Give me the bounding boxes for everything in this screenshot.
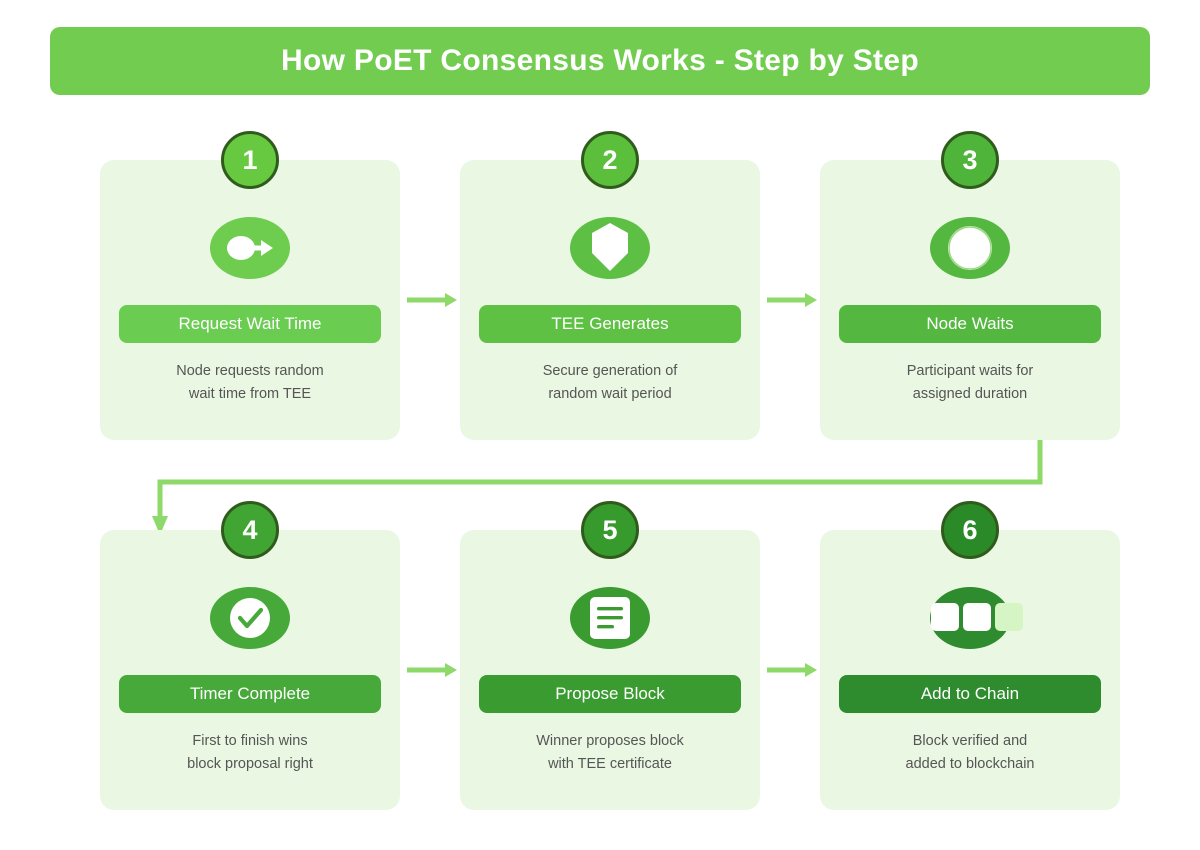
- step-card-4[interactable]: 4 Timer Complete First to finish wins bl…: [100, 501, 400, 810]
- step-label-6: Add to Chain: [920, 684, 1020, 703]
- step-badge-6: 6: [941, 501, 999, 559]
- step-description-4: First to finish wins block proposal righ…: [110, 730, 390, 776]
- step-card-6[interactable]: 6 Add to Chain Block verified and added …: [820, 501, 1120, 810]
- step-label-3: Node Waits: [926, 314, 1014, 333]
- check-circle-icon: [210, 587, 290, 649]
- step-description-1: Node requests random wait time from TEE: [110, 360, 390, 406]
- step-card-2[interactable]: 2 TEE Generates Secure generation of ran…: [460, 131, 760, 440]
- step-card-3[interactable]: 3 Node Waits Participant waits for assig…: [820, 131, 1120, 440]
- step-number-4: 4: [242, 514, 258, 545]
- arrow-step4-to-step5: [405, 661, 465, 679]
- step-description-5-line2: with TEE certificate: [548, 756, 672, 772]
- step-number-3: 3: [962, 144, 978, 175]
- step-label-pill-4[interactable]: Timer Complete: [119, 675, 381, 713]
- page-title: How PoET Consensus Works - Step by Step: [281, 44, 919, 77]
- step-label-1: Request Wait Time: [178, 314, 322, 333]
- step-label-2: TEE Generates: [551, 314, 669, 333]
- step-description-1-line2: wait time from TEE: [188, 386, 312, 402]
- step-label-pill-1[interactable]: Request Wait Time: [119, 305, 381, 343]
- step-description-5-line1: Winner proposes block: [536, 733, 684, 749]
- step-label-pill-5[interactable]: Propose Block: [479, 675, 741, 713]
- step-badge-3: 3: [941, 131, 999, 189]
- arrow-step5-to-step6: [765, 661, 825, 679]
- step-description-3-line2: assigned duration: [912, 386, 1028, 402]
- step-number-1: 1: [242, 144, 258, 175]
- step-number-2: 2: [602, 144, 618, 175]
- step-description-6-line2: added to blockchain: [905, 756, 1035, 772]
- timer-clock-icon: [930, 217, 1010, 279]
- step-label-5: Propose Block: [555, 684, 665, 703]
- step-description-5: Winner proposes block with TEE certifica…: [470, 730, 750, 776]
- blockchain-blocks-icon: [930, 587, 1023, 649]
- step-badge-4: 4: [221, 501, 279, 559]
- step-badge-2: 2: [581, 131, 639, 189]
- title-banner: How PoET Consensus Works - Step by Step: [50, 27, 1150, 95]
- step-card-1[interactable]: 1 Request Wait Time Node requests random…: [100, 131, 400, 440]
- step-label-pill-6[interactable]: Add to Chain: [839, 675, 1101, 713]
- step-card-5[interactable]: 5 Propose Block Winner proposes block wi…: [460, 501, 760, 810]
- step-description-1-line1: Node requests random: [176, 363, 324, 379]
- step-description-2-line1: Secure generation of: [542, 363, 678, 379]
- step-label-pill-3[interactable]: Node Waits: [839, 305, 1101, 343]
- arrow-step2-to-step3: [765, 291, 825, 309]
- step-description-3-line1: Participant waits for: [906, 363, 1034, 379]
- arrow-step1-to-step2: [405, 291, 465, 309]
- shield-icon: [570, 217, 650, 279]
- step-description-3: Participant waits for assigned duration: [830, 360, 1110, 406]
- document-icon: [570, 587, 650, 649]
- step-description-6: Block verified and added to blockchain: [830, 730, 1110, 776]
- step-description-6-line1: Block verified and: [912, 733, 1028, 749]
- step-badge-1: 1: [221, 131, 279, 189]
- step-number-6: 6: [962, 514, 978, 545]
- step-badge-5: 5: [581, 501, 639, 559]
- step-label-4: Timer Complete: [189, 684, 311, 703]
- step-label-pill-2[interactable]: TEE Generates: [479, 305, 741, 343]
- step-description-2: Secure generation of random wait period: [470, 360, 750, 406]
- step-description-4-line2: block proposal right: [187, 756, 313, 772]
- step-number-5: 5: [602, 514, 618, 545]
- step-description-4-line1: First to finish wins: [192, 733, 308, 749]
- step-description-2-line2: random wait period: [548, 386, 672, 402]
- request-send-icon: [210, 217, 290, 279]
